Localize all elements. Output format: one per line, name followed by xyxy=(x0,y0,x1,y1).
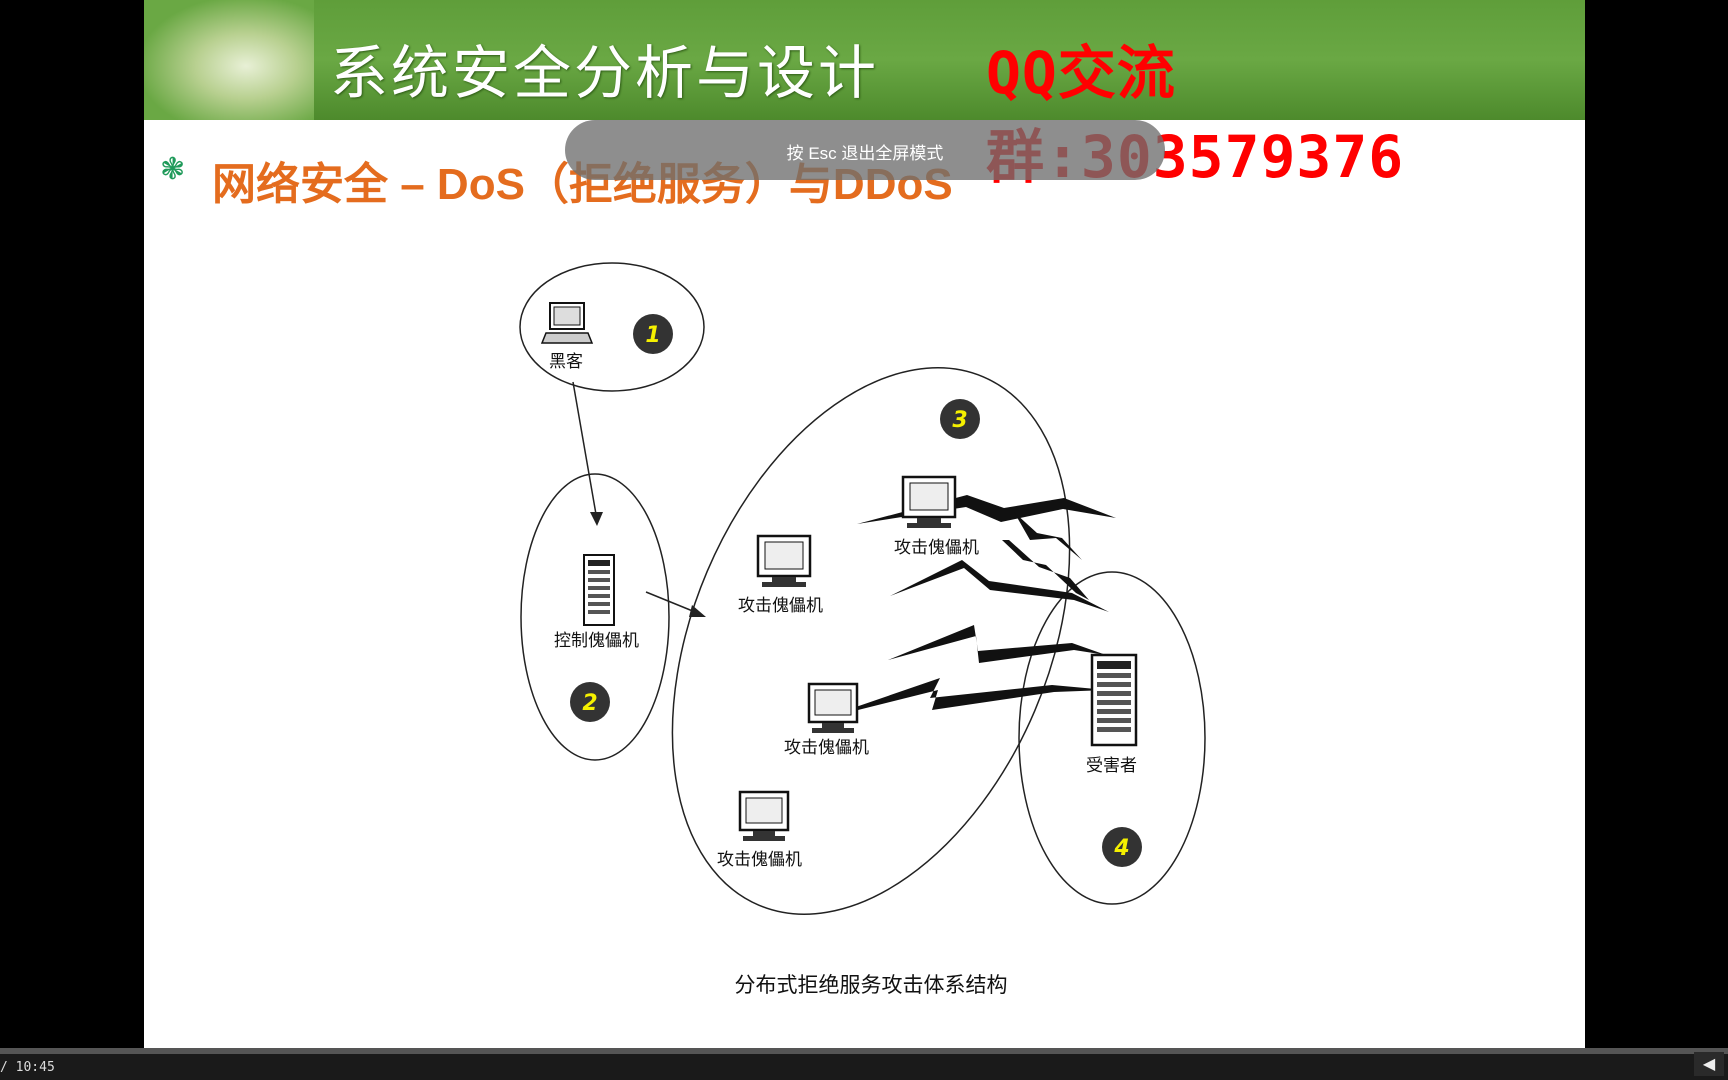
slide-title: 系统安全分析与设计 xyxy=(330,39,880,107)
zombie-monitor-icon xyxy=(738,790,790,841)
lightning-bolt xyxy=(857,495,1116,524)
bullet-icon: ❃ xyxy=(160,152,186,187)
player-bar[interactable]: / 10:45 ◀ xyxy=(0,1048,1728,1080)
ellipse-1 xyxy=(519,262,705,392)
zombie-label-2: 攻击傀儡机 xyxy=(738,596,823,616)
hacker-label: 黑客 xyxy=(549,352,583,372)
progress-bar[interactable] xyxy=(0,1048,1728,1054)
victim-server-icon xyxy=(1090,653,1138,747)
arrow-head xyxy=(689,605,706,617)
fullscreen-esc-hint: 按 Esc 退出全屏模式 xyxy=(565,120,1165,180)
volume-icon[interactable]: ◀ xyxy=(1694,1052,1724,1076)
lightning-bolt xyxy=(1002,540,1089,600)
svg-text:4: 4 xyxy=(1113,836,1129,861)
arrow-hacker-controller xyxy=(572,381,598,521)
slide-header: 系统安全分析与设计 QQ交流群:303579376 xyxy=(144,0,1585,191)
time-display: / 10:45 xyxy=(0,1060,55,1075)
svg-text:3: 3 xyxy=(952,408,967,433)
zombie-monitor-icon xyxy=(756,534,812,587)
zombie-label-3: 攻击傀儡机 xyxy=(784,738,869,758)
lightning-bolt xyxy=(890,560,1109,612)
ellipse-4 xyxy=(1018,571,1206,905)
svg-text:2: 2 xyxy=(582,691,597,716)
badge-1: 1 xyxy=(633,314,673,354)
badge-4: 4 xyxy=(1102,827,1142,867)
lightning-bolt xyxy=(1014,512,1082,560)
victim-label: 受害者 xyxy=(1086,756,1137,776)
badge-2: 2 xyxy=(570,682,610,722)
zombie-label-4: 攻击傀儡机 xyxy=(717,850,802,870)
controller-label: 控制傀儡机 xyxy=(554,631,639,651)
diagram-caption: 分布式拒绝服务攻击体系结构 xyxy=(735,973,1008,997)
ddos-diagram: 黑客 1 2 3 4 控制傀儡机 xyxy=(519,262,1206,997)
zombie-monitor-icon xyxy=(807,682,859,733)
ellipse-2 xyxy=(520,473,670,761)
lightning-bolt xyxy=(818,678,1107,720)
ellipse-3 xyxy=(671,367,1071,915)
controller-server-icon xyxy=(583,554,615,626)
zombie-monitor-icon xyxy=(901,475,957,528)
svg-text:1: 1 xyxy=(645,323,660,348)
leaf-logo-icon xyxy=(144,0,314,120)
lightning-bolt xyxy=(888,625,1106,663)
esc-hint-text: 按 Esc 退出全屏模式 xyxy=(786,144,944,163)
zombie-label-1: 攻击傀儡机 xyxy=(894,538,979,558)
hacker-laptop-icon xyxy=(540,302,594,344)
badge-3: 3 xyxy=(940,399,980,439)
arrow-head xyxy=(590,512,603,526)
